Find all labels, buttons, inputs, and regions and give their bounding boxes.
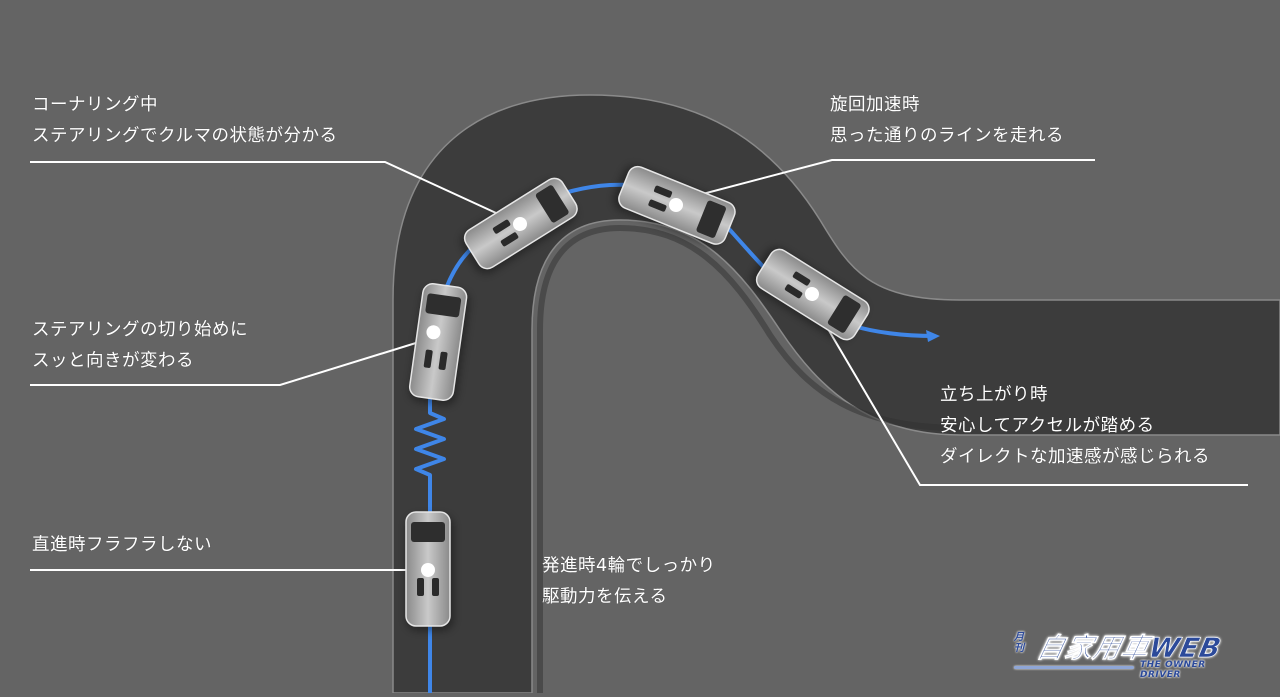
leader-line-steer-start (30, 337, 433, 386)
callout-line: スッと向きが変わる (32, 351, 194, 371)
callout-line: 直進時フラフラしない (32, 535, 212, 555)
callout-line: ダイレクトな加速感が感じられる (940, 447, 1210, 467)
callout-line: 発進時4輪でしっかり (542, 556, 716, 576)
callout-line: 旋回加速時 (830, 95, 920, 115)
logo-subtitle: THE OWNER DRIVER (1140, 660, 1206, 680)
car-icon-exit-1 (613, 165, 736, 247)
leader-line-exit (807, 294, 1248, 486)
cars (405, 165, 870, 631)
car-icon-apex (461, 177, 578, 274)
callout-launch: 発進時4輪でしっかり 駆動力を伝える (542, 551, 716, 613)
car-icon-exit-2 (751, 247, 870, 341)
logo-underline (1014, 666, 1134, 669)
callout-line: コーナリング中 (32, 95, 158, 115)
car-icon-straight (405, 511, 454, 631)
leader-lines (30, 159, 1248, 571)
road (392, 94, 1280, 694)
leader-line-cornering (30, 161, 521, 225)
publisher-logo: 月刊 自家用車WEB THE OWNER DRIVER (1000, 626, 1250, 680)
callout-turn-accel: 旋回加速時 思った通りのラインを走れる (830, 90, 1064, 152)
callout-line: ステアリングの切り始めに (32, 320, 248, 340)
arrow-head-icon (926, 330, 940, 342)
callout-line: 思った通りのラインを走れる (830, 126, 1064, 146)
callout-steer-start: ステアリングの切り始めに スッと向きが変わる (32, 315, 248, 377)
car-icon-turn-in (408, 283, 470, 406)
callout-line: 立ち上がり時 (940, 385, 1048, 405)
callout-line: 安心してアクセルが踏める (940, 416, 1155, 436)
callout-exit: 立ち上がり時 安心してアクセルが踏める ダイレクトな加速感が感じられる (940, 380, 1210, 473)
callout-line: ステアリングでクルマの状態が分かる (32, 126, 338, 146)
callout-cornering: コーナリング中 ステアリングでクルマの状態が分かる (32, 90, 337, 152)
callout-line: 駆動力を伝える (542, 587, 668, 607)
callout-straight: 直進時フラフラしない (32, 530, 212, 561)
logo-monthly-mark: 月刊 (1014, 632, 1024, 654)
leader-line-turn-accel (675, 159, 1095, 202)
